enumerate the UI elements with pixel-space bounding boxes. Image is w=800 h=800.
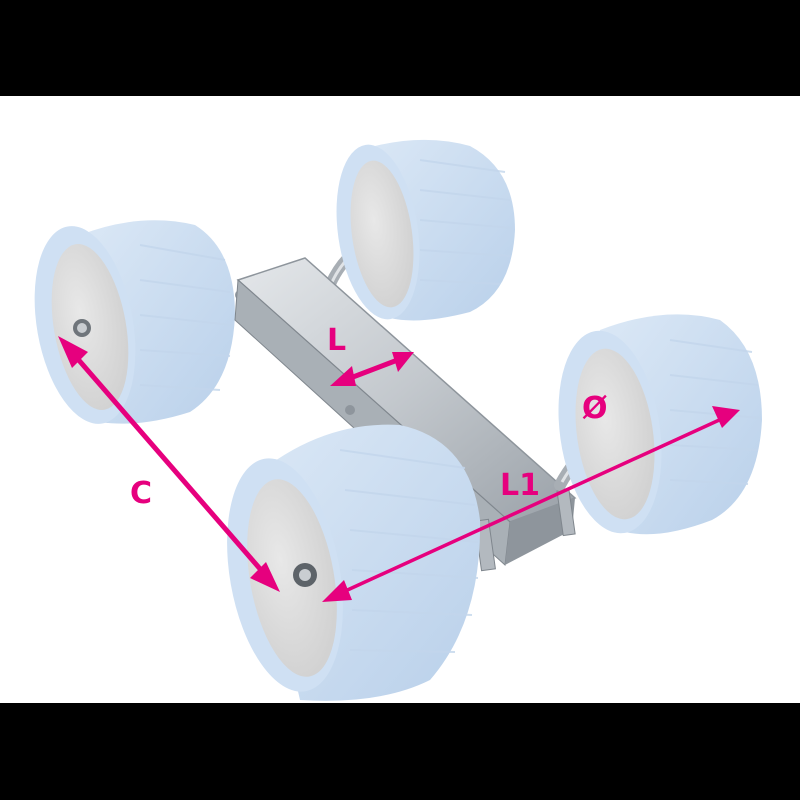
dimension-l1-label: L1 xyxy=(500,468,540,503)
dimension-annotations xyxy=(58,336,740,602)
dimension-l1-arrow xyxy=(322,406,740,602)
dimension-l-arrow xyxy=(330,352,414,386)
dimension-l-label: L xyxy=(327,323,346,358)
roller-front-left xyxy=(558,314,762,535)
letterbox-bottom xyxy=(0,703,800,800)
diagram-canvas: L C L1 Ø xyxy=(0,96,800,703)
roller-back-left xyxy=(34,220,235,424)
roller-back-right xyxy=(336,139,515,321)
roller-front-right xyxy=(227,424,481,701)
dimension-diameter-label: Ø xyxy=(582,391,608,426)
dimension-c-arrow xyxy=(58,336,280,592)
roller-assembly-illustration: L C L1 Ø xyxy=(34,139,762,701)
letterbox-top xyxy=(0,0,800,96)
dimension-c-label: C xyxy=(130,476,152,511)
